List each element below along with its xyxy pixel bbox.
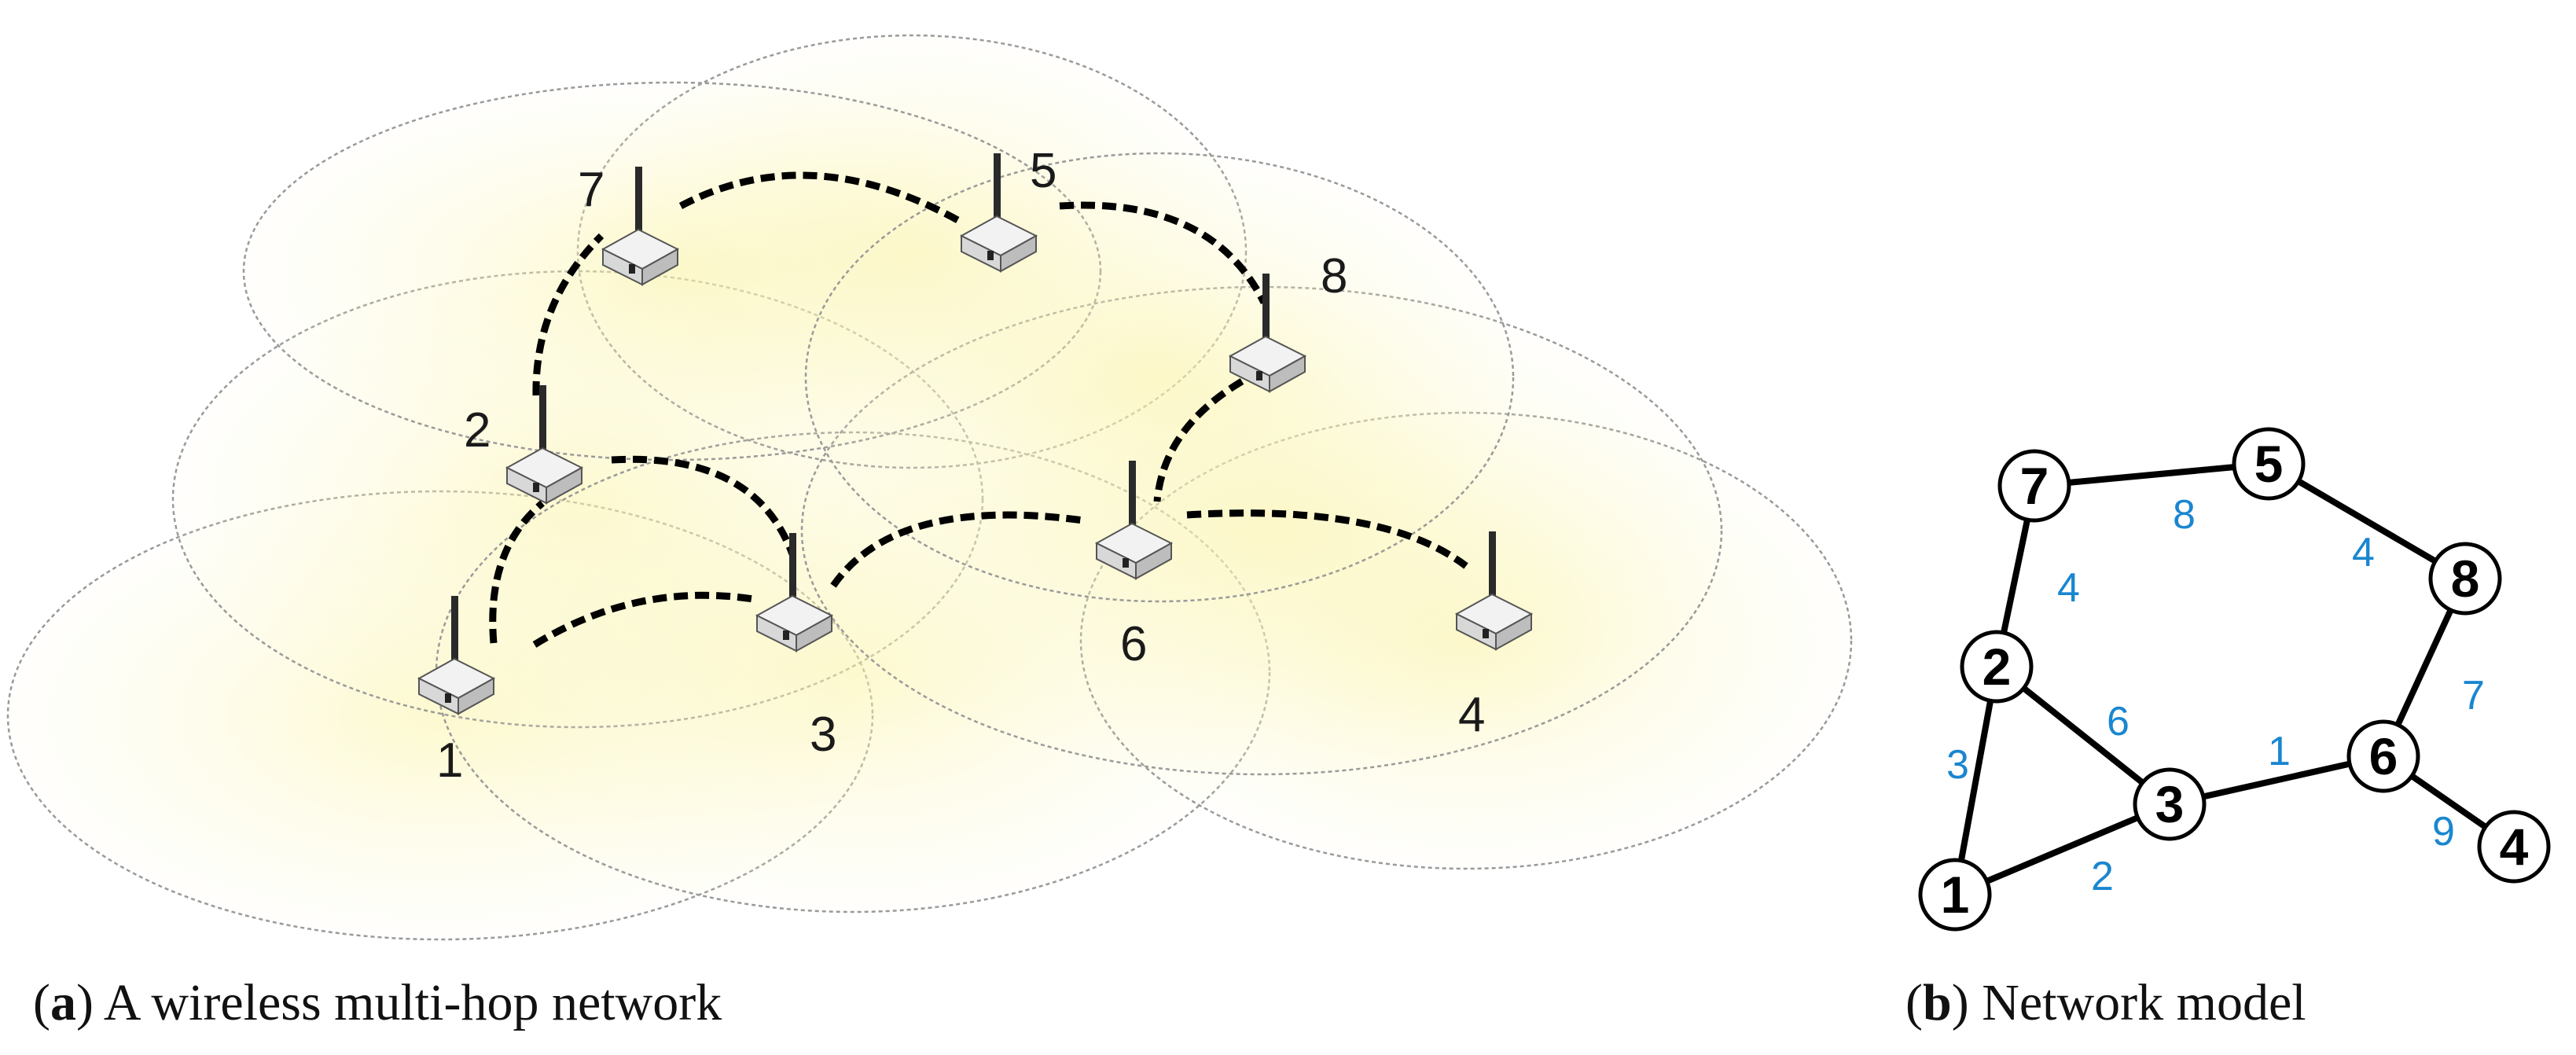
graph-edge-5-8 [2266,461,2468,582]
edge-weight-1-2: 3 [1946,742,1969,788]
caption-a-letter: a [50,974,76,1031]
router-3 [755,533,834,652]
wireless-link-2-3 [611,455,796,556]
edge-weight-7-5: 8 [2173,492,2196,538]
router-2 [505,385,584,505]
wireless-link-7-5 [678,171,963,225]
graph-node-label-6: 6 [2369,727,2398,785]
graph-node-label-4: 4 [2500,818,2529,876]
router-label-5: 5 [1030,144,1056,198]
coverage-area-8 [804,152,1515,603]
graph-node-label-7: 7 [2020,457,2049,515]
router-label-3: 3 [810,708,836,762]
graph-node-label-5: 5 [2254,435,2284,493]
graph-node-label-2: 2 [1983,638,2012,696]
router-5 [959,153,1038,273]
edge-weight-8-6: 7 [2462,673,2485,719]
graph-node-4: 4 [2477,810,2551,884]
graph-edge-2-3 [1994,664,2172,807]
edge-weight-5-8: 4 [2352,530,2375,575]
router-4 [1454,531,1534,651]
caption-a-text: A wireless multi-hop network [103,974,722,1031]
graph-edge-1-3 [1953,801,2171,898]
edge-weight-6-4: 9 [2432,809,2455,855]
routers: 1 2 3 4 5 6 7 8 [417,144,1534,788]
coverage-areas [6,34,1853,941]
router-label-7: 7 [578,163,604,217]
graph-node-6: 6 [2346,719,2420,793]
graph-node-3: 3 [2133,767,2207,841]
caption-a: (a) A wireless multi-hop network [33,974,722,1031]
wireless-link-8-6 [1153,378,1244,502]
wireless-link-6-4 [1186,509,1468,569]
caption-b-text: Network model [1982,974,2306,1031]
caption-b: (b) Network model [1905,974,2306,1031]
router-8 [1228,274,1307,393]
graph-node-label-1: 1 [1941,866,1970,924]
router-label-6: 6 [1120,617,1147,671]
edge-weight-2-3: 6 [2107,699,2130,744]
edge-weight-3-6: 1 [2268,729,2291,774]
graph-node-7: 7 [1997,449,2071,523]
graph-node-8: 8 [2428,542,2502,616]
edge-weight-1-3: 2 [2091,854,2114,899]
router-label-4: 4 [1458,688,1485,742]
edge-weight-7-2: 4 [2057,565,2080,611]
router-label-8: 8 [1321,249,1347,303]
wireless-link-1-3 [532,591,754,648]
router-7 [601,167,680,286]
router-6 [1094,461,1174,580]
router-label-2: 2 [464,403,491,458]
graph-edge-1-2 [1952,666,2000,895]
graph-node-1: 1 [1918,858,1992,932]
wireless-link-5-8 [1059,201,1268,305]
graph-node-label-8: 8 [2451,550,2480,608]
graph-node-5: 5 [2232,427,2306,501]
wireless-links [489,171,1468,648]
router-1 [417,596,496,715]
wireless-link-1-2 [489,500,545,644]
graph-edge-7-5 [2034,461,2269,489]
router-label-1: 1 [436,733,463,788]
caption-b-letter: b [1922,974,1952,1031]
wireless-link-3-6 [830,511,1084,588]
graph-node-label-3: 3 [2155,775,2185,833]
graph-node-2: 2 [1960,630,2034,704]
wireless-link-2-7 [532,233,604,396]
